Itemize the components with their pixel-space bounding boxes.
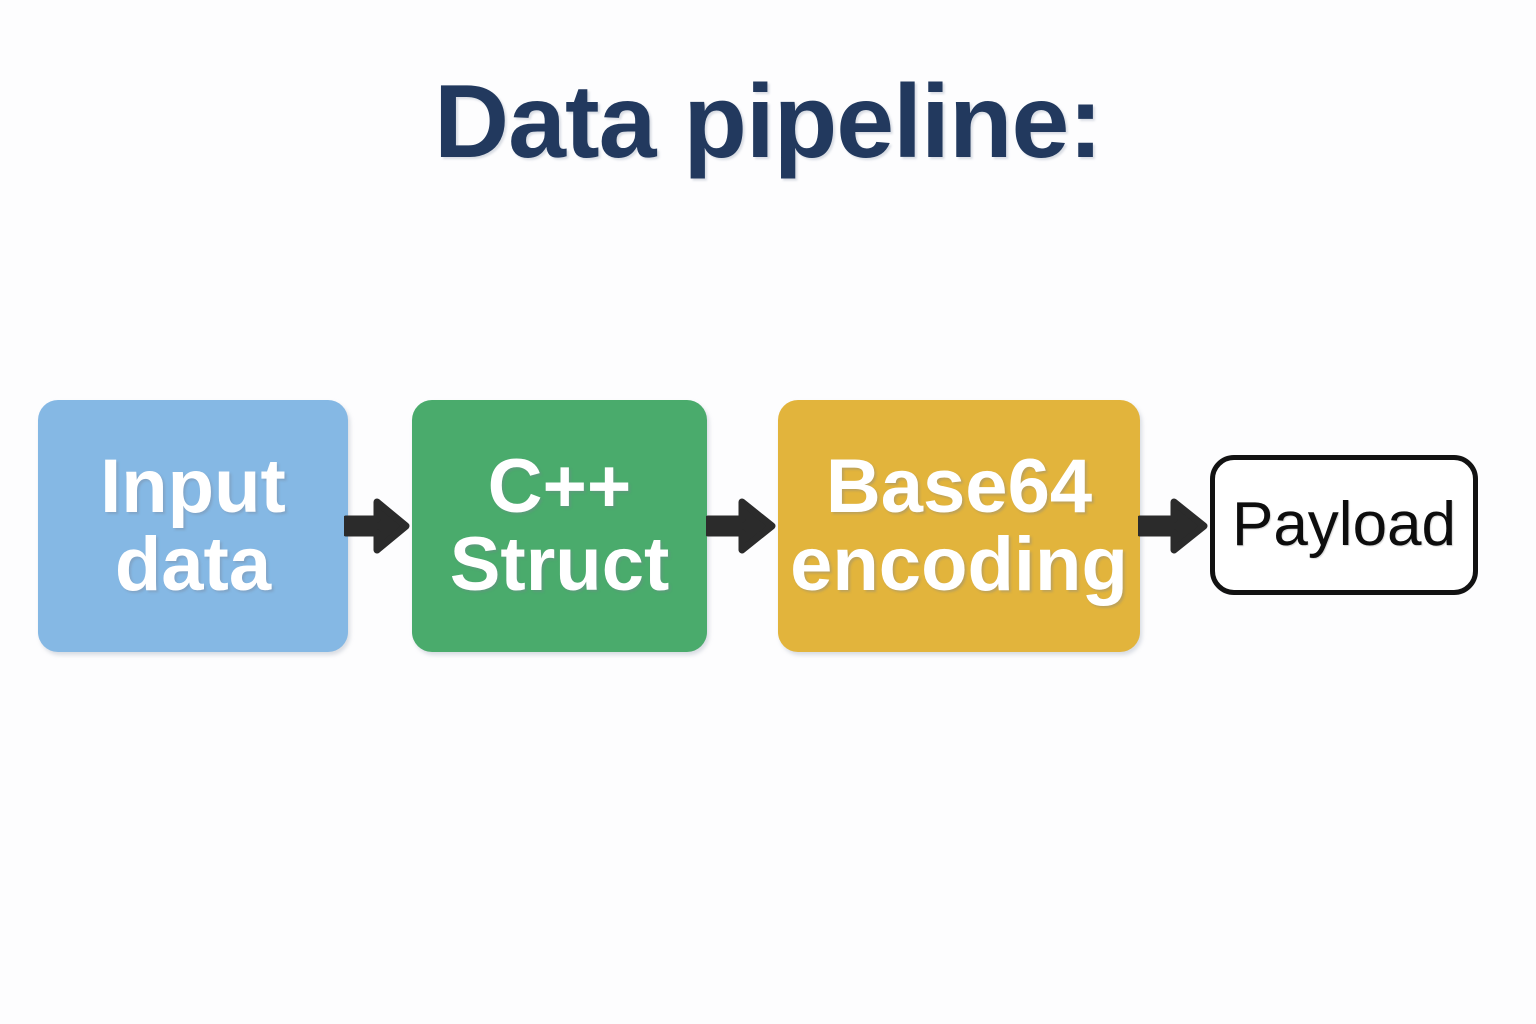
- flow-node-label: Base64 encoding: [790, 444, 1128, 607]
- flow-node-cpp-struct[interactable]: C++ Struct: [412, 400, 707, 652]
- flow-node-label: Input data: [100, 444, 286, 607]
- flow-node-base64-encoding[interactable]: Base64 encoding: [778, 400, 1140, 652]
- flow-node-label: Payload: [1231, 490, 1457, 560]
- arrow-right-icon: [1138, 492, 1210, 560]
- pipeline-flow: Input data C++ Struct Base64 encoding: [0, 400, 1536, 660]
- arrow-right-icon: [706, 492, 778, 560]
- page-title: Data pipeline:: [434, 64, 1103, 180]
- arrow-right-icon: [344, 492, 412, 560]
- flow-node-input-data[interactable]: Input data: [38, 400, 348, 652]
- flow-node-payload[interactable]: Payload: [1210, 455, 1478, 595]
- flow-node-label: C++ Struct: [449, 444, 670, 607]
